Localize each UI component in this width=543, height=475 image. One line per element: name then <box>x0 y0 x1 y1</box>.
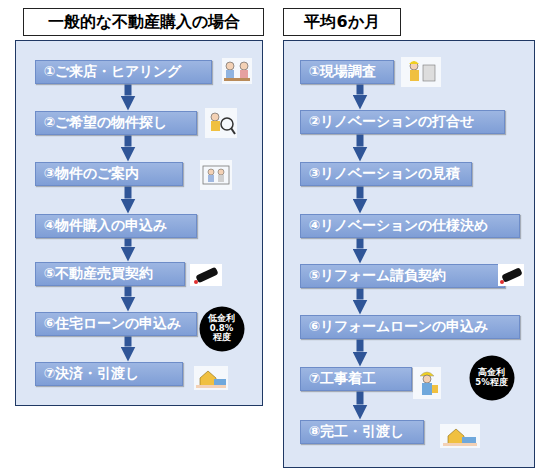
process-box: ②リノベーションの打合せ <box>300 110 505 134</box>
flow-arrow <box>357 187 364 199</box>
step-label: ⑤リフォーム請負契約 <box>309 267 447 285</box>
process-box: ⑦工事着工 <box>300 367 412 391</box>
process-panel: 一般的な不動産購入の場合①ご来店・ヒアリング②ご希望の物件探し③物件のご案内④物… <box>15 40 263 406</box>
flow-arrow <box>357 239 364 249</box>
step-label: ⑥住宅ローンの申込み <box>44 315 182 333</box>
process-box: ⑤不動産売買契約 <box>35 262 185 286</box>
process-box: ①現場調査 <box>300 60 394 84</box>
process-box: ③リノベーションの見積 <box>300 162 472 186</box>
step-label: ②リノベーションの打合せ <box>309 113 475 131</box>
survey-icon <box>401 57 441 87</box>
interest-note: 低金利 0.8%程度 <box>203 314 241 343</box>
step-label: ⑤不動産売買契約 <box>44 265 154 283</box>
worker-icon <box>413 367 441 399</box>
step-label: ③リノベーションの見積 <box>309 165 461 183</box>
process-panel: 平均6か月①現場調査②リノベーションの打合せ③リノベーションの見積④リノベーショ… <box>283 40 535 468</box>
step-label: ②ご希望の物件探し <box>44 114 168 132</box>
flow-arrow <box>125 136 132 147</box>
step-label: ①現場調査 <box>309 63 377 81</box>
guide-icon <box>200 160 232 190</box>
process-box: ①ご来店・ヒアリング <box>35 60 212 84</box>
flow-arrow <box>357 135 364 147</box>
step-label: ④物件購入の申込み <box>44 217 168 235</box>
step-label: ⑦決済・引渡し <box>44 365 140 383</box>
step-label: ①ご来店・ヒアリング <box>44 63 182 81</box>
process-box: ⑥リフォームローンの申込み <box>300 315 520 339</box>
search-icon <box>205 108 237 138</box>
step-label: ③物件のご案内 <box>44 165 140 183</box>
interest-note: 高金利 5%程度 <box>473 368 511 388</box>
interest-circle: 低金利 0.8%程度 <box>199 306 245 352</box>
flow-arrow <box>125 337 132 347</box>
step-label: ④リノベーションの仕様決め <box>309 217 489 235</box>
panel-heading: 平均6か月 <box>283 8 401 36</box>
process-box: ⑧完工・引渡し <box>300 420 424 444</box>
meeting-icon <box>222 58 252 84</box>
flow-arrow <box>357 340 364 352</box>
stamp-icon <box>190 264 222 286</box>
process-box: ④リノベーションの仕様決め <box>300 214 520 238</box>
flow-arrow <box>125 85 132 96</box>
process-box: ⑦決済・引渡し <box>35 362 183 386</box>
flow-arrow <box>357 289 364 300</box>
flow-arrow <box>357 392 364 405</box>
flow-arrow <box>125 187 132 199</box>
handover-icon <box>194 366 228 390</box>
process-box: ②ご希望の物件探し <box>35 111 197 135</box>
process-box: ⑤リフォーム請負契約 <box>300 264 505 288</box>
step-label: ⑥リフォームローンの申込み <box>309 318 489 336</box>
panel-heading: 一般的な不動産購入の場合 <box>23 8 264 36</box>
flow-arrow <box>125 287 132 297</box>
flow-arrow <box>357 85 364 95</box>
stamp-icon <box>498 264 524 286</box>
handover-icon <box>440 424 480 448</box>
interest-circle: 高金利 5%程度 <box>469 355 515 401</box>
process-box: ③物件のご案内 <box>35 162 183 186</box>
process-box: ⑥住宅ローンの申込み <box>35 312 197 336</box>
step-label: ⑦工事着工 <box>309 370 377 388</box>
process-box: ④物件購入の申込み <box>35 214 197 238</box>
step-label: ⑧完工・引渡し <box>309 423 405 441</box>
flow-arrow <box>125 239 132 247</box>
